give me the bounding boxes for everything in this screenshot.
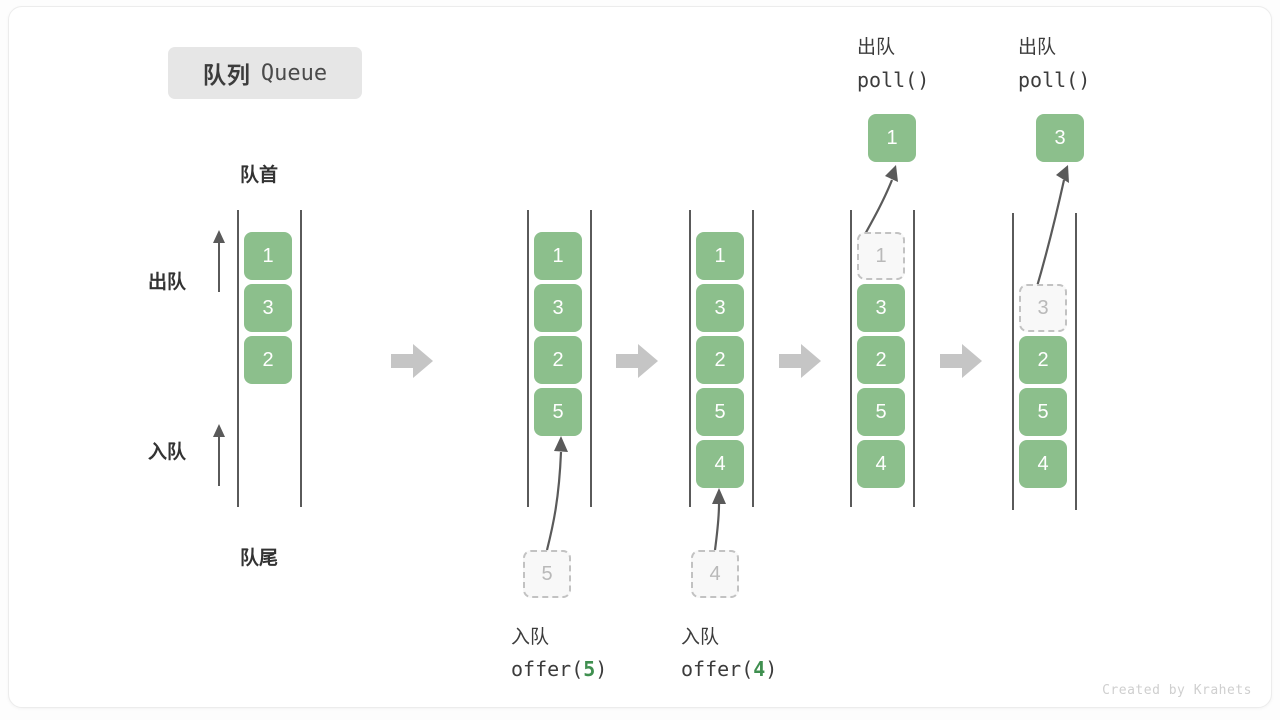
rail-right xyxy=(590,210,592,507)
enqueue-label: 入队 xyxy=(148,442,187,463)
rail-right xyxy=(752,210,754,507)
incoming-ghost-cell: 4 xyxy=(691,550,739,598)
step-arrow-4 xyxy=(940,344,982,378)
code-suffix: ) xyxy=(765,657,778,681)
queue-cell: 3 xyxy=(857,284,905,332)
code-suffix: ) xyxy=(595,657,608,681)
outgoing-ghost-cell: 3 xyxy=(1019,284,1067,332)
operation-label-cn: 出队 xyxy=(857,37,896,58)
dequeue-curve-arrow-3 xyxy=(1034,165,1069,291)
title-english: Queue xyxy=(260,60,328,86)
incoming-ghost-cell: 5 xyxy=(523,550,571,598)
queue-cell: 1 xyxy=(534,232,582,280)
extracted-cell: 1 xyxy=(868,114,916,162)
dequeue-label: 出队 xyxy=(148,272,187,293)
operation-label-cn: 出队 xyxy=(1018,37,1057,58)
dequeue-curve-arrow-1 xyxy=(863,165,898,237)
queue-cell: 2 xyxy=(696,336,744,384)
queue-cell: 1 xyxy=(244,232,292,280)
queue-cell: 2 xyxy=(857,336,905,384)
queue-cell-new: 4 xyxy=(696,440,744,488)
queue-cell: 5 xyxy=(857,388,905,436)
operation-label-code: poll() xyxy=(857,68,930,92)
head-label: 队首 xyxy=(240,165,279,186)
enqueue-direction-arrow xyxy=(213,424,225,486)
code-prefix: offer( xyxy=(681,657,754,681)
rail-right xyxy=(300,210,302,507)
queue-cell-new: 5 xyxy=(534,388,582,436)
queue-cell: 2 xyxy=(534,336,582,384)
code-argument: 5 xyxy=(583,657,596,681)
queue-cell: 4 xyxy=(857,440,905,488)
rail-right xyxy=(913,210,915,507)
rail-left xyxy=(527,210,529,507)
dequeue-direction-arrow xyxy=(213,230,225,292)
rail-left xyxy=(689,210,691,507)
rail-right xyxy=(1075,213,1077,510)
operation-label-code: offer(5) xyxy=(511,657,607,681)
queue-cell: 2 xyxy=(1019,336,1067,384)
rail-left xyxy=(1012,213,1014,510)
rail-left xyxy=(850,210,852,507)
tail-label: 队尾 xyxy=(240,548,279,569)
queue-cell: 2 xyxy=(244,336,292,384)
queue-cell: 3 xyxy=(696,284,744,332)
operation-label-cn: 入队 xyxy=(681,627,720,648)
enqueue-curve-arrow-5 xyxy=(545,436,568,551)
code-argument: 4 xyxy=(753,657,766,681)
outgoing-ghost-cell: 1 xyxy=(857,232,905,280)
queue-cell: 3 xyxy=(534,284,582,332)
step-arrow-3 xyxy=(779,344,821,378)
operation-label-cn: 入队 xyxy=(511,627,550,648)
queue-cell: 3 xyxy=(244,284,292,332)
title-chinese: 队列 xyxy=(202,62,251,88)
title-badge: 队列 Queue xyxy=(168,47,362,99)
queue-cell: 5 xyxy=(1019,388,1067,436)
queue-cell: 1 xyxy=(696,232,744,280)
code-prefix: offer( xyxy=(511,657,584,681)
extracted-cell: 3 xyxy=(1036,114,1084,162)
step-arrow-1 xyxy=(391,344,433,378)
operation-label-code: offer(4) xyxy=(681,657,777,681)
rail-left xyxy=(237,210,239,507)
enqueue-curve-arrow-4 xyxy=(712,488,726,551)
step-arrow-2 xyxy=(616,344,658,378)
queue-cell: 5 xyxy=(696,388,744,436)
operation-label-code: poll() xyxy=(1018,68,1091,92)
attribution-text: Created by Krahets xyxy=(1102,683,1252,698)
queue-cell: 4 xyxy=(1019,440,1067,488)
